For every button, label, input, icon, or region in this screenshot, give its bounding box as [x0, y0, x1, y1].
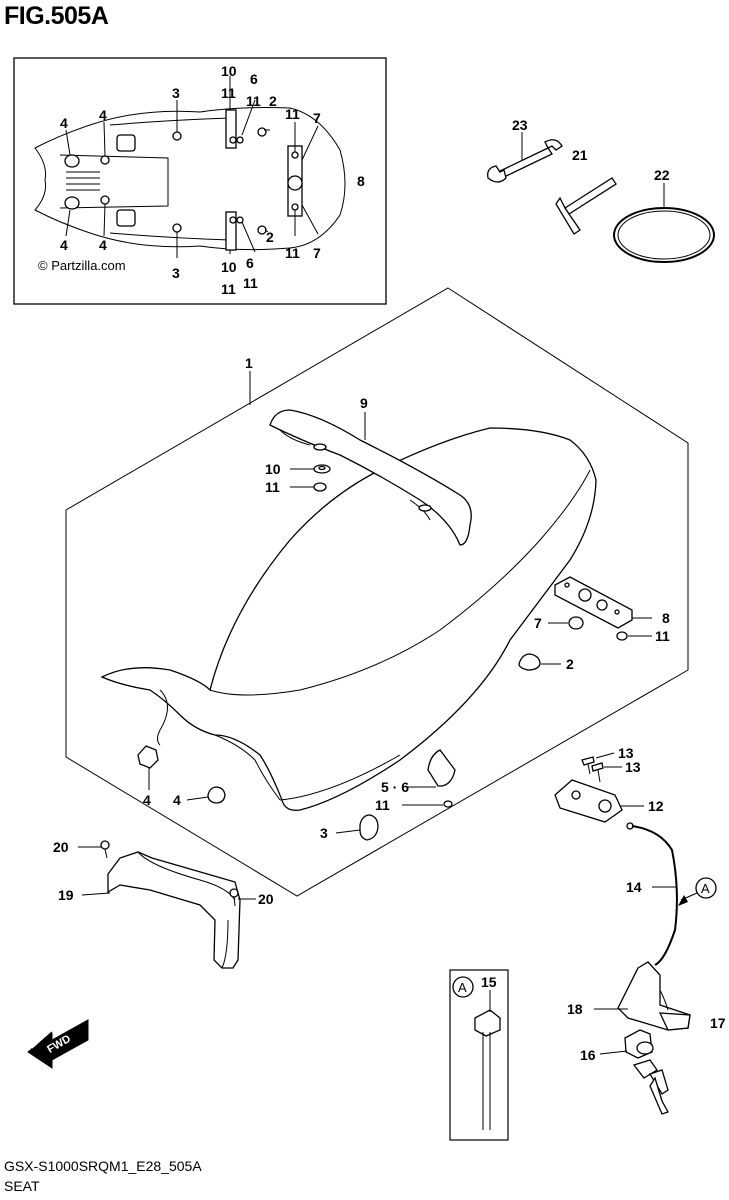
rubber-cushion-4b	[207, 786, 226, 804]
inset-rubber-3	[172, 131, 182, 233]
label-4a: 4	[143, 792, 151, 808]
nut-11-top	[313, 482, 327, 492]
grab-rail-9	[269, 409, 472, 546]
rubber-cushion-4a	[137, 745, 159, 769]
label-10: 10	[265, 461, 281, 477]
inset-rubber-cushion-4	[64, 154, 110, 210]
inset-label-2a: 2	[269, 93, 277, 109]
inset-seat-hook-8	[287, 145, 303, 217]
inset-label-11e: 11	[221, 281, 236, 297]
ref-marker-a-detail: A	[452, 976, 474, 998]
inset-label-6b: 6	[246, 255, 254, 271]
copyright-watermark: © Partzilla.com	[38, 258, 126, 273]
rubber-2	[518, 653, 541, 671]
tool-hex-key-21	[555, 177, 617, 235]
label-21: 21	[572, 147, 588, 163]
svg-text:A: A	[701, 881, 710, 896]
inset-label-11f: 11	[243, 275, 258, 291]
inset-label-4b: 4	[99, 107, 107, 123]
bracket-19	[107, 851, 241, 969]
label-23: 23	[512, 117, 528, 133]
inset-label-10a: 10	[221, 63, 237, 79]
ref-marker-a-main: A	[695, 877, 717, 899]
inset-label-3b: 3	[172, 265, 180, 281]
label-14: 14	[626, 879, 642, 895]
inset-panel: 4 4 4 4 3 3 10 11 6 11 2 11 7 8 11 7 10 …	[13, 57, 387, 305]
label-17: 17	[710, 1015, 726, 1031]
label-20b: 20	[258, 891, 274, 907]
forward-direction-arrow	[27, 1017, 89, 1069]
inset-label-7b: 7	[313, 245, 321, 261]
inset-label-6a: 6	[250, 71, 258, 87]
label-8: 8	[662, 610, 670, 626]
inset-label-11b: 11	[246, 93, 261, 109]
bolt-20-b	[229, 888, 239, 907]
nut-11-hook	[443, 800, 453, 808]
svg-text:A: A	[458, 980, 467, 995]
tool-strap-22	[613, 183, 715, 263]
label-13b: 13	[625, 759, 641, 775]
label-9: 9	[360, 395, 368, 411]
seat-lock-cable-14	[631, 825, 678, 966]
label-20a: 20	[53, 839, 69, 855]
label-22: 22	[654, 167, 670, 183]
label-3: 3	[320, 825, 328, 841]
label-11-hook: 11	[375, 797, 390, 813]
section-name: SEAT	[4, 1178, 40, 1194]
label-4b: 4	[173, 792, 181, 808]
main-leaders	[78, 371, 676, 1055]
label-12: 12	[648, 798, 664, 814]
inset-label-4c: 4	[60, 237, 68, 253]
seat-lock-12	[554, 779, 634, 830]
inset-hook-brackets	[225, 109, 267, 251]
detail-box-a	[449, 969, 509, 1141]
label-13a: 13	[618, 745, 634, 761]
inset-label-8: 8	[357, 173, 365, 189]
exploded-view-boundary	[65, 287, 689, 897]
model-code: GSX-S1000SRQM1_E28_505A	[4, 1158, 202, 1174]
screw-13-a	[581, 756, 595, 775]
inset-label-3a: 3	[172, 85, 180, 101]
bolt-20-a	[100, 840, 110, 859]
inset-label-2b: 2	[266, 229, 274, 245]
inset-label-4d: 4	[99, 237, 107, 253]
inset-label-7a: 7	[313, 110, 321, 126]
tool-wrench-23	[487, 132, 563, 183]
label-18: 18	[567, 1001, 583, 1017]
label-15: 15	[481, 974, 497, 990]
washer-10	[313, 464, 331, 474]
label-11-bracket: 11	[655, 628, 670, 644]
plate-17	[658, 1012, 691, 1031]
inset-label-10b: 10	[221, 259, 237, 275]
figure-title: FIG.505A	[4, 2, 109, 30]
inset-stripes	[66, 171, 100, 191]
seat-assembly-1	[100, 427, 597, 811]
label-19: 19	[58, 887, 74, 903]
label-11-top: 11	[265, 479, 280, 495]
inset-label-4a: 4	[60, 115, 68, 131]
label-2: 2	[566, 656, 574, 672]
label-5-6: 5 · 6	[381, 779, 409, 795]
inset-leaders	[65, 76, 319, 258]
hook-5-6	[427, 749, 456, 787]
label-16: 16	[580, 1047, 596, 1063]
label-1: 1	[245, 355, 253, 371]
inset-label-11c: 11	[285, 106, 300, 122]
screw-13-b	[591, 762, 604, 783]
nut-7	[568, 616, 584, 630]
rubber-3	[359, 814, 379, 841]
nut-11-bracket	[616, 631, 628, 641]
lock-cylinder-16	[624, 1029, 669, 1115]
inset-label-11d: 11	[285, 245, 300, 261]
seat-hook-bracket-8	[554, 576, 633, 629]
label-7: 7	[534, 615, 542, 631]
inset-label-11a: 11	[221, 85, 236, 101]
